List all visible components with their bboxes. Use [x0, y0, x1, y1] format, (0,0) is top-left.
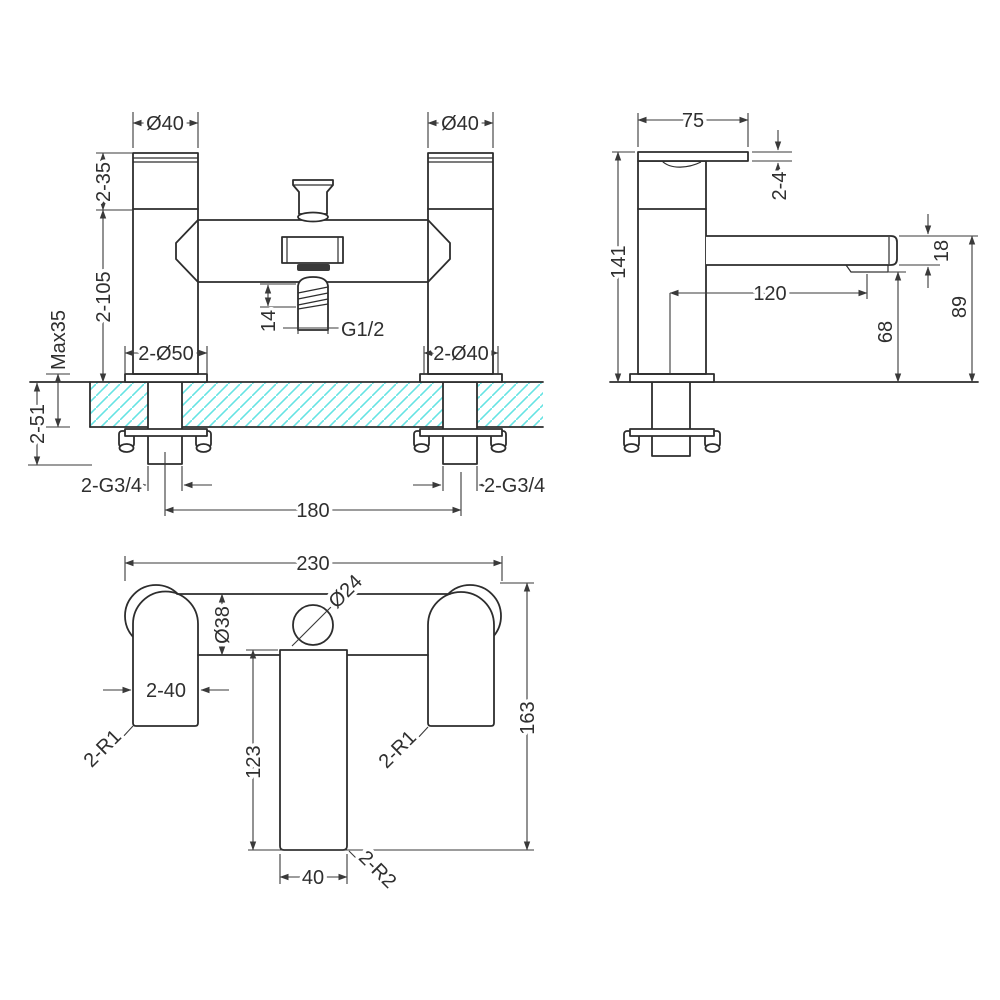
- dim-side-depth: 75: [682, 110, 704, 132]
- dim-front-flange-left: 2-Ø50: [138, 343, 194, 365]
- dim-front-max-deck: Max35: [48, 310, 70, 370]
- dim-plan-spout-width: 40: [302, 867, 324, 889]
- dim-plan-body-dia: Ø38: [212, 606, 234, 644]
- diverter-dia-leader: [291, 581, 357, 647]
- dim-plan-radius-left: 2-R1: [80, 726, 126, 772]
- side-spout: [706, 235, 898, 273]
- side-view: 75 2-4 141 120 18 68: [605, 107, 979, 457]
- dim-front-hole-centres: 180: [296, 500, 329, 522]
- side-handle: [637, 151, 749, 168]
- plan-spout: [279, 649, 348, 851]
- dim-plan-spout-length: 123: [243, 745, 265, 778]
- spout-outlet: [845, 264, 889, 273]
- dim-front-diverter-thread: 14: [258, 310, 280, 332]
- dim-side-outlet-clearance: 68: [875, 321, 897, 343]
- dim-plan-handle-width: 2-40: [146, 680, 186, 702]
- dim-side-spout-height: 89: [949, 296, 971, 318]
- dim-front-dia-left: Ø40: [146, 113, 184, 135]
- dim-front-dia-right: Ø40: [441, 113, 479, 135]
- diverter-knob: [292, 179, 334, 223]
- front-left-pillar: [132, 152, 199, 375]
- front-right-pillar: [427, 152, 494, 375]
- front-left-tail-assembly: [118, 373, 212, 465]
- plan-right-handle: [427, 591, 495, 727]
- shower-thread-nipple: [297, 276, 329, 331]
- dim-side-spout-reach: 120: [753, 283, 786, 305]
- front-view: Ø40 Ø40 2-35 2-105 Max35 2-51: [24, 110, 549, 526]
- dim-side-height: 141: [608, 245, 630, 278]
- side-dimensions: 75 2-4 141 120 18 68: [605, 107, 978, 383]
- dim-front-tail-length: 2-51: [27, 404, 49, 444]
- plan-view: 230 Ø38 Ø24 2-40 2-R1 2-R1 123 163: [76, 550, 542, 897]
- dim-plan-spout-radius: 2-R2: [354, 847, 400, 893]
- dim-front-flange-right: 2-Ø40: [433, 343, 489, 365]
- dim-plan-width: 230: [296, 553, 329, 575]
- shower-outlet-block: [281, 236, 344, 271]
- dim-front-handle-height: 2-35: [93, 162, 115, 202]
- dim-side-handle-thickness: 2-4: [769, 172, 791, 201]
- dim-front-shower-thread: G1/2: [341, 319, 384, 341]
- dim-front-inlet-left: 2-G3/4: [81, 475, 142, 497]
- outlet-dark-band: [297, 264, 330, 271]
- dim-side-spout-thickness: 18: [931, 240, 953, 262]
- dim-plan-depth: 163: [517, 701, 539, 734]
- side-body: [637, 160, 707, 375]
- side-tail-assembly: [623, 373, 721, 457]
- dim-front-body-height: 2-105: [93, 271, 115, 322]
- dim-front-inlet-right: 2-G3/4: [484, 475, 545, 497]
- dim-plan-radius-right: 2-R1: [375, 727, 421, 773]
- front-dimensions: Ø40 Ø40 2-35 2-105 Max35 2-51: [24, 110, 549, 526]
- plan-left-handle: [132, 590, 199, 727]
